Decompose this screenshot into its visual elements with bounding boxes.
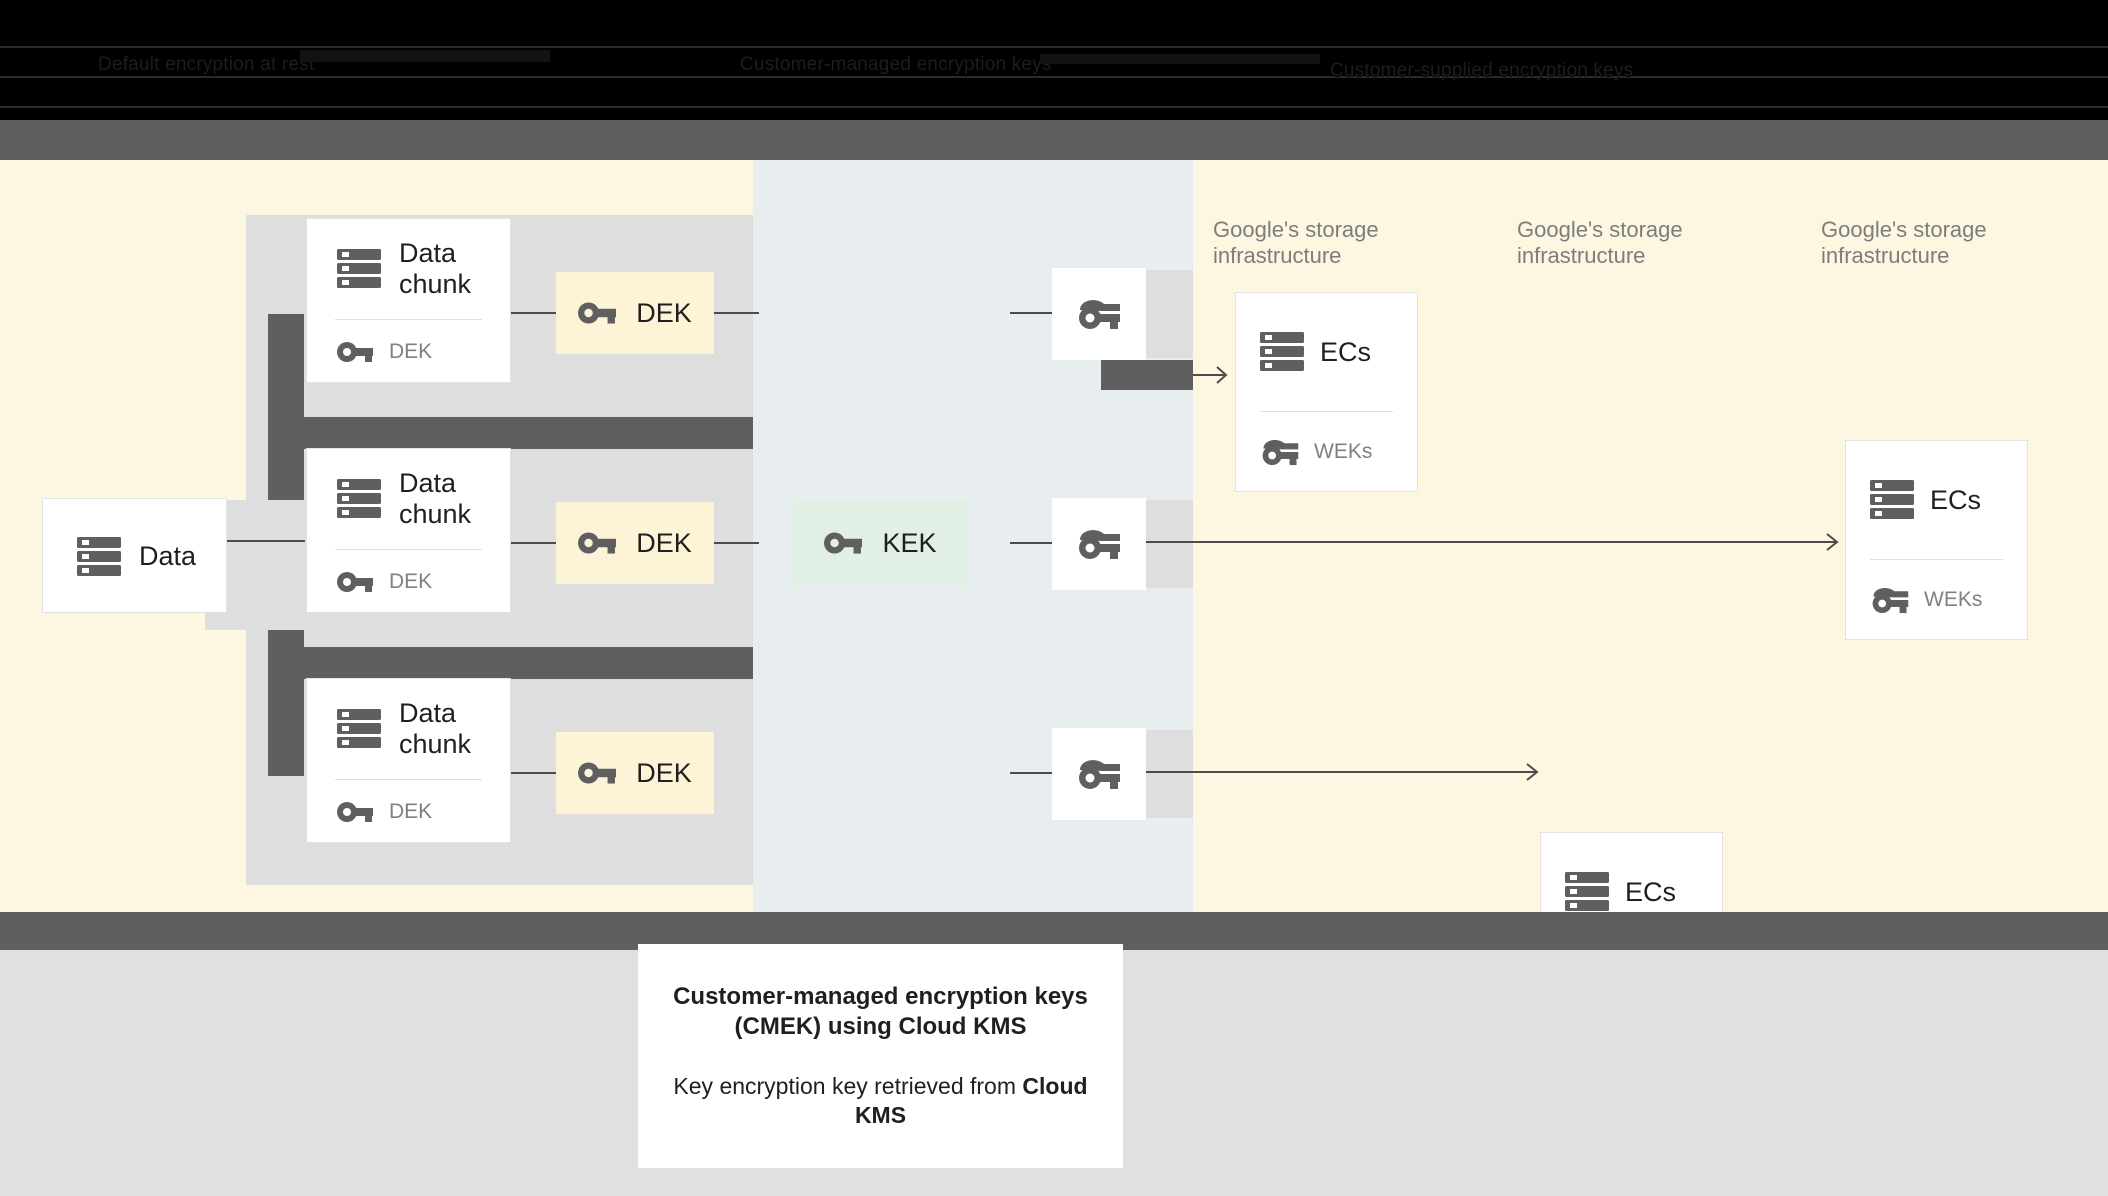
storage-infrastructure-label: Google's storage infrastructure	[1213, 217, 1379, 268]
header-strike-line	[0, 76, 2108, 78]
connector-chunk-to-dek	[511, 312, 556, 314]
data-chunk-key-label: DEK	[389, 340, 433, 363]
ecs-key-label: WEKs	[1924, 588, 1983, 611]
data-stack-icon	[77, 536, 121, 578]
card-divider	[1870, 559, 2003, 560]
data-chunk-card[interactable]: Data chunk DEK	[306, 678, 511, 843]
data-chunk-title: Data chunk	[399, 238, 472, 299]
connector-to-wrapped-key	[1010, 542, 1058, 544]
data-stack-icon	[337, 248, 381, 290]
card-divider	[335, 549, 482, 550]
data-source-card[interactable]: Data	[42, 498, 227, 613]
key-icon	[337, 800, 373, 824]
ecs-title: ECs	[1320, 336, 1372, 367]
key-icon	[578, 530, 617, 556]
wrapped-key-box[interactable]	[1052, 268, 1146, 360]
row-separator-bar	[268, 647, 753, 679]
wrapped-key-icon	[1076, 297, 1122, 331]
card-divider	[335, 779, 482, 780]
data-chunk-card[interactable]: Data chunk DEK	[306, 448, 511, 613]
header-text-fragment-2: Customer-managed encryption keys	[740, 54, 1052, 75]
storage-infrastructure-label: Google's storage infrastructure	[1517, 217, 1683, 268]
wrapped-key-box[interactable]	[1052, 498, 1146, 590]
connector-to-wrapped-key	[1010, 772, 1058, 774]
wrapped-key-box[interactable]	[1052, 728, 1146, 820]
dek-label: DEK	[636, 297, 692, 328]
data-stack-icon	[1565, 871, 1609, 913]
caption-heading: Customer-managed encryption keys (CMEK) …	[673, 983, 1088, 1040]
arrow-to-ecs-3	[1146, 757, 1546, 787]
diagram-band: Data Data chunk	[0, 120, 2108, 1032]
connector-chunk-to-dek	[511, 542, 556, 544]
connector-to-wrapped-key	[1010, 312, 1058, 314]
data-chunk-key-label: DEK	[389, 800, 433, 823]
header-mask	[1040, 54, 1320, 64]
dek-label: DEK	[636, 757, 692, 788]
arrow-to-ecs-2	[1146, 527, 1846, 557]
ecs-title: ECs	[1625, 876, 1677, 907]
data-chunk-key-label: DEK	[389, 570, 433, 593]
caption-card: Customer-managed encryption keys (CMEK) …	[638, 944, 1123, 1168]
key-icon	[337, 340, 373, 364]
key-icon	[578, 760, 617, 786]
header-mask	[0, 0, 2108, 44]
card-divider	[1260, 411, 1393, 412]
connector-source-to-spine	[227, 540, 305, 542]
caption-body-strong: Cloud KMS	[854, 1073, 1088, 1128]
ecs-card[interactable]: ECs WEKs	[1845, 440, 2028, 640]
caption-body: Key encryption key retrieved from Cloud …	[664, 1072, 1097, 1130]
ecs-key-label: WEKs	[1314, 440, 1373, 463]
key-icon	[824, 530, 863, 556]
band-bottom-rule	[0, 912, 2108, 950]
wrapped-key-shadow-bar	[1101, 360, 1193, 390]
connector-dek-to-column	[714, 312, 759, 314]
key-icon	[578, 300, 617, 326]
data-source-label: Data	[139, 541, 197, 571]
band-top-rule	[0, 120, 2108, 160]
ecs-title: ECs	[1930, 484, 1982, 515]
row-separator-bar	[268, 417, 753, 449]
header-mask	[300, 50, 550, 62]
data-stack-icon	[337, 708, 381, 750]
kek-label: KEK	[882, 527, 937, 558]
data-stack-icon	[1260, 331, 1304, 373]
header-strike-line	[0, 46, 2108, 48]
header-strike-line	[0, 106, 2108, 108]
caption-body-prefix: Key encryption key retrieved from	[673, 1073, 1023, 1099]
data-chunk-title: Data chunk	[399, 468, 472, 529]
dek-box[interactable]: DEK	[556, 502, 714, 584]
connector-dek-to-column	[714, 542, 759, 544]
header-text-fragment-1: Default encryption at rest	[98, 54, 315, 75]
dek-box[interactable]: DEK	[556, 272, 714, 354]
dek-box[interactable]: DEK	[556, 732, 714, 814]
storage-infrastructure-label: Google's storage infrastructure	[1821, 217, 1987, 268]
connector-chunk-to-dek	[511, 772, 556, 774]
data-chunk-card[interactable]: Data chunk DEK	[306, 218, 511, 383]
card-divider	[335, 319, 482, 320]
dek-label: DEK	[636, 527, 692, 558]
data-stack-icon	[337, 478, 381, 520]
wrapped-key-icon	[1076, 527, 1122, 561]
kek-box[interactable]: KEK	[793, 500, 968, 586]
ecs-card[interactable]: ECs WEKs	[1235, 292, 1418, 492]
data-stack-icon	[1870, 479, 1914, 521]
wrapped-key-icon	[1076, 757, 1122, 791]
arrow-to-ecs-1	[1193, 358, 1233, 392]
header-text-fragment-3: Customer-supplied encryption keys	[1330, 60, 1634, 81]
data-chunk-title: Data chunk	[399, 698, 472, 759]
wrapped-key-icon	[1870, 585, 1910, 615]
wrapped-key-icon	[1260, 437, 1300, 467]
key-icon	[337, 570, 373, 594]
